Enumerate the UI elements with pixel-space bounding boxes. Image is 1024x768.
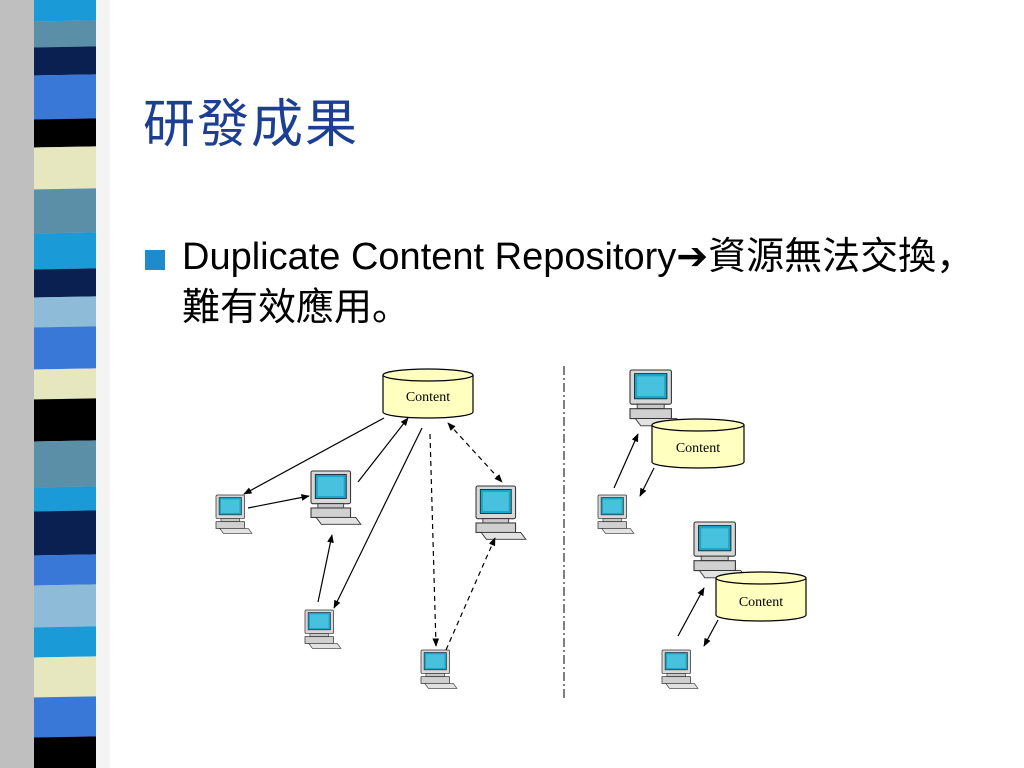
sync-arrows-right: [613, 433, 719, 647]
computer-icon: [597, 494, 635, 534]
right-node-repository-label: Content: [739, 595, 783, 610]
bullet-text: Duplicate Content Repository➔資源無法交換，難有效應…: [182, 232, 975, 334]
computer-icon: [215, 494, 253, 534]
computer-icon: [475, 485, 527, 540]
left-node-repository-label: Content: [676, 441, 720, 456]
computer-icon: [693, 521, 747, 579]
bullet-item: Duplicate Content Repository➔資源無法交換，難有效應…: [145, 232, 975, 334]
bullet-text-suffix: 資源無法交換，難有效應用。: [182, 236, 975, 329]
sync-arrows: [243, 417, 503, 651]
computer-icon: [661, 649, 699, 689]
decorative-stripe-bar: [0, 0, 110, 768]
computer-icon: [420, 649, 458, 689]
right-arrow-icon: ➔: [676, 236, 709, 278]
slide-title: 研發成果: [143, 95, 360, 155]
left-node-content-repository: Content: [651, 418, 745, 469]
square-bullet-icon: [145, 250, 165, 270]
computer-icon: [304, 609, 342, 649]
shared-content-repository: Content: [382, 368, 474, 419]
computer-icon: [310, 470, 362, 525]
stripe-pattern: [0, 0, 110, 768]
bullet-text-prefix: Duplicate Content Repository: [182, 236, 677, 278]
shared-repository-label: Content: [406, 390, 450, 405]
computer-icon: [629, 369, 683, 427]
right-node-content-repository: Content: [715, 571, 807, 622]
